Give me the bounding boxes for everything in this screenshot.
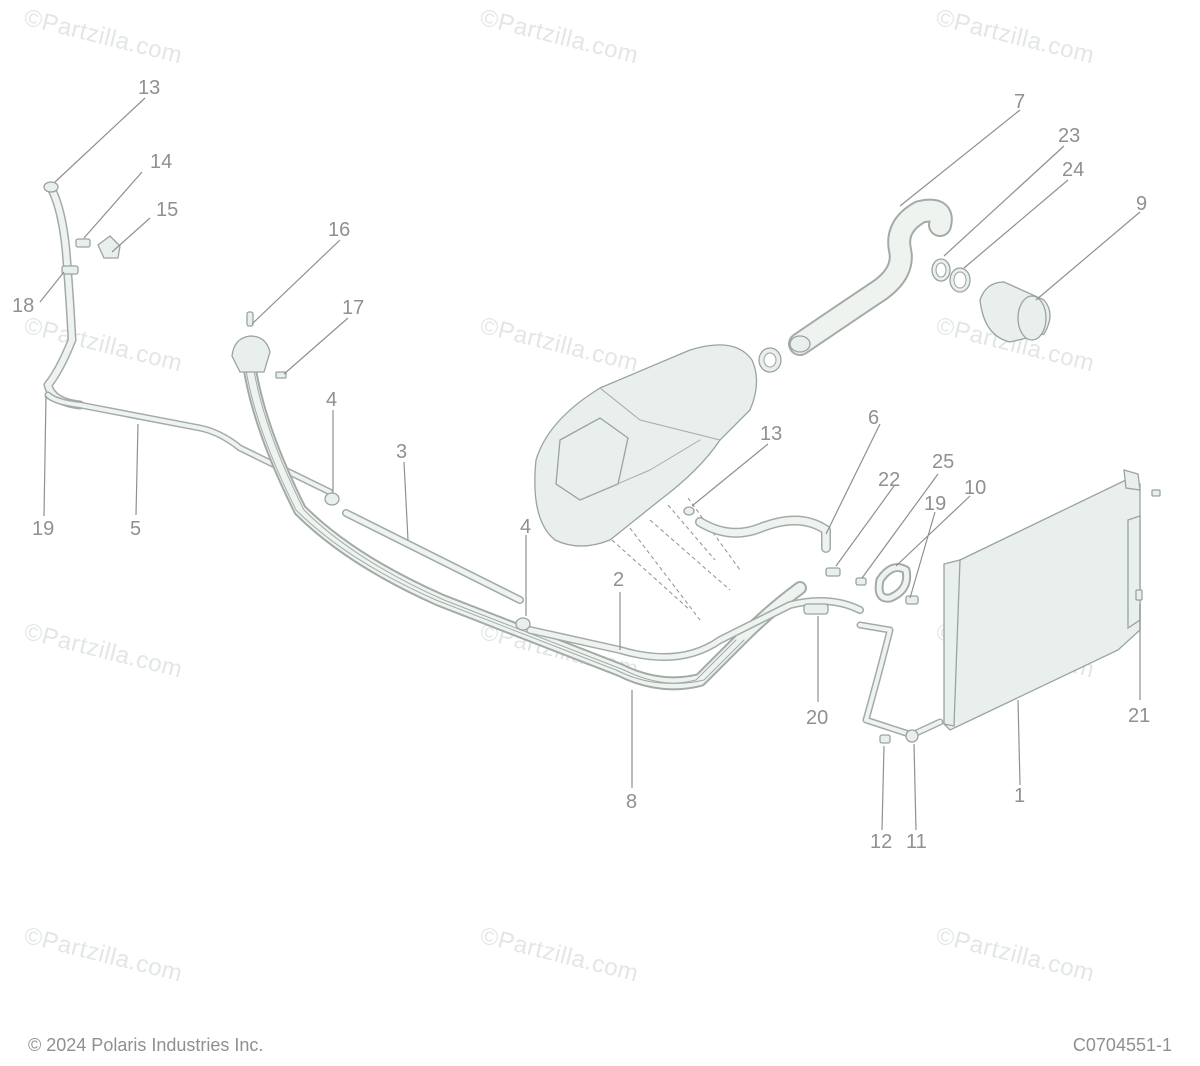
callout-22: 22	[878, 469, 900, 491]
callout-11: 11	[906, 831, 927, 853]
callout-7: 7	[1014, 91, 1025, 113]
hose-6	[695, 515, 831, 553]
callout-1: 1	[1014, 785, 1025, 807]
callout-12: 12	[870, 831, 892, 853]
clamp-11	[905, 729, 919, 743]
fill-cap-13	[43, 181, 59, 193]
callout-25: 25	[932, 451, 954, 473]
fitting-22	[825, 567, 841, 577]
callout-2: 2	[613, 569, 624, 591]
fitting-12	[879, 734, 891, 744]
fuel-tank	[534, 344, 758, 547]
callout-17: 17	[342, 297, 364, 319]
figure-id: C0704551-1	[1072, 1035, 1172, 1055]
callout-15: 15	[156, 199, 178, 221]
grommet-13-tank	[683, 506, 695, 516]
callout-14: 14	[150, 151, 172, 173]
clamp-4-right	[515, 617, 531, 631]
radiator-1	[943, 469, 1141, 731]
copyright-notice: © 2024 Polaris Industries Inc.	[28, 1035, 264, 1055]
clamp-24	[949, 267, 971, 293]
callout-13-tank: 13	[760, 423, 782, 445]
fitting-19-right	[905, 595, 919, 605]
filler-tube-7	[788, 198, 953, 356]
callout-4-left: 4	[326, 389, 337, 411]
filler-cap-9	[979, 281, 1051, 343]
filler-neck-hose	[43, 185, 85, 410]
grommet-15	[97, 235, 121, 259]
elbow-fitting-16	[231, 311, 271, 373]
callout-8: 8	[626, 791, 637, 813]
hose-loop-10	[874, 563, 912, 603]
callout-4-right: 4	[520, 516, 531, 538]
fitting-14	[75, 238, 91, 248]
bolt-21	[1135, 489, 1161, 601]
callout-9: 9	[1136, 193, 1147, 215]
callout-6: 6	[868, 407, 879, 429]
clamp-ring-tank	[758, 347, 782, 373]
callout-20: 20	[806, 707, 828, 729]
callout-5: 5	[130, 518, 141, 540]
fuel-line-bundle-8	[243, 363, 807, 691]
callout-16: 16	[328, 219, 350, 241]
clamp-4-left	[324, 492, 340, 506]
radiator-line	[856, 621, 944, 739]
clip-17	[275, 371, 287, 379]
fitting-25	[855, 577, 867, 586]
tube-5	[44, 391, 334, 496]
fuel-line-2	[526, 597, 864, 662]
callout-24: 24	[1062, 159, 1084, 181]
callout-3: 3	[396, 441, 407, 463]
leader-lines	[39, 97, 1141, 831]
callout-21: 21	[1128, 705, 1150, 727]
callout-19-left: 19	[32, 518, 54, 540]
callout-13-top: 13	[138, 77, 160, 99]
clamp-18	[61, 265, 79, 275]
clamp-20	[803, 603, 829, 615]
ring-23	[931, 258, 951, 282]
callout-10: 10	[964, 477, 986, 499]
callout-23: 23	[1058, 125, 1080, 147]
callout-19-right: 19	[924, 493, 946, 515]
callout-18: 18	[12, 295, 34, 317]
tube-3	[342, 509, 524, 604]
